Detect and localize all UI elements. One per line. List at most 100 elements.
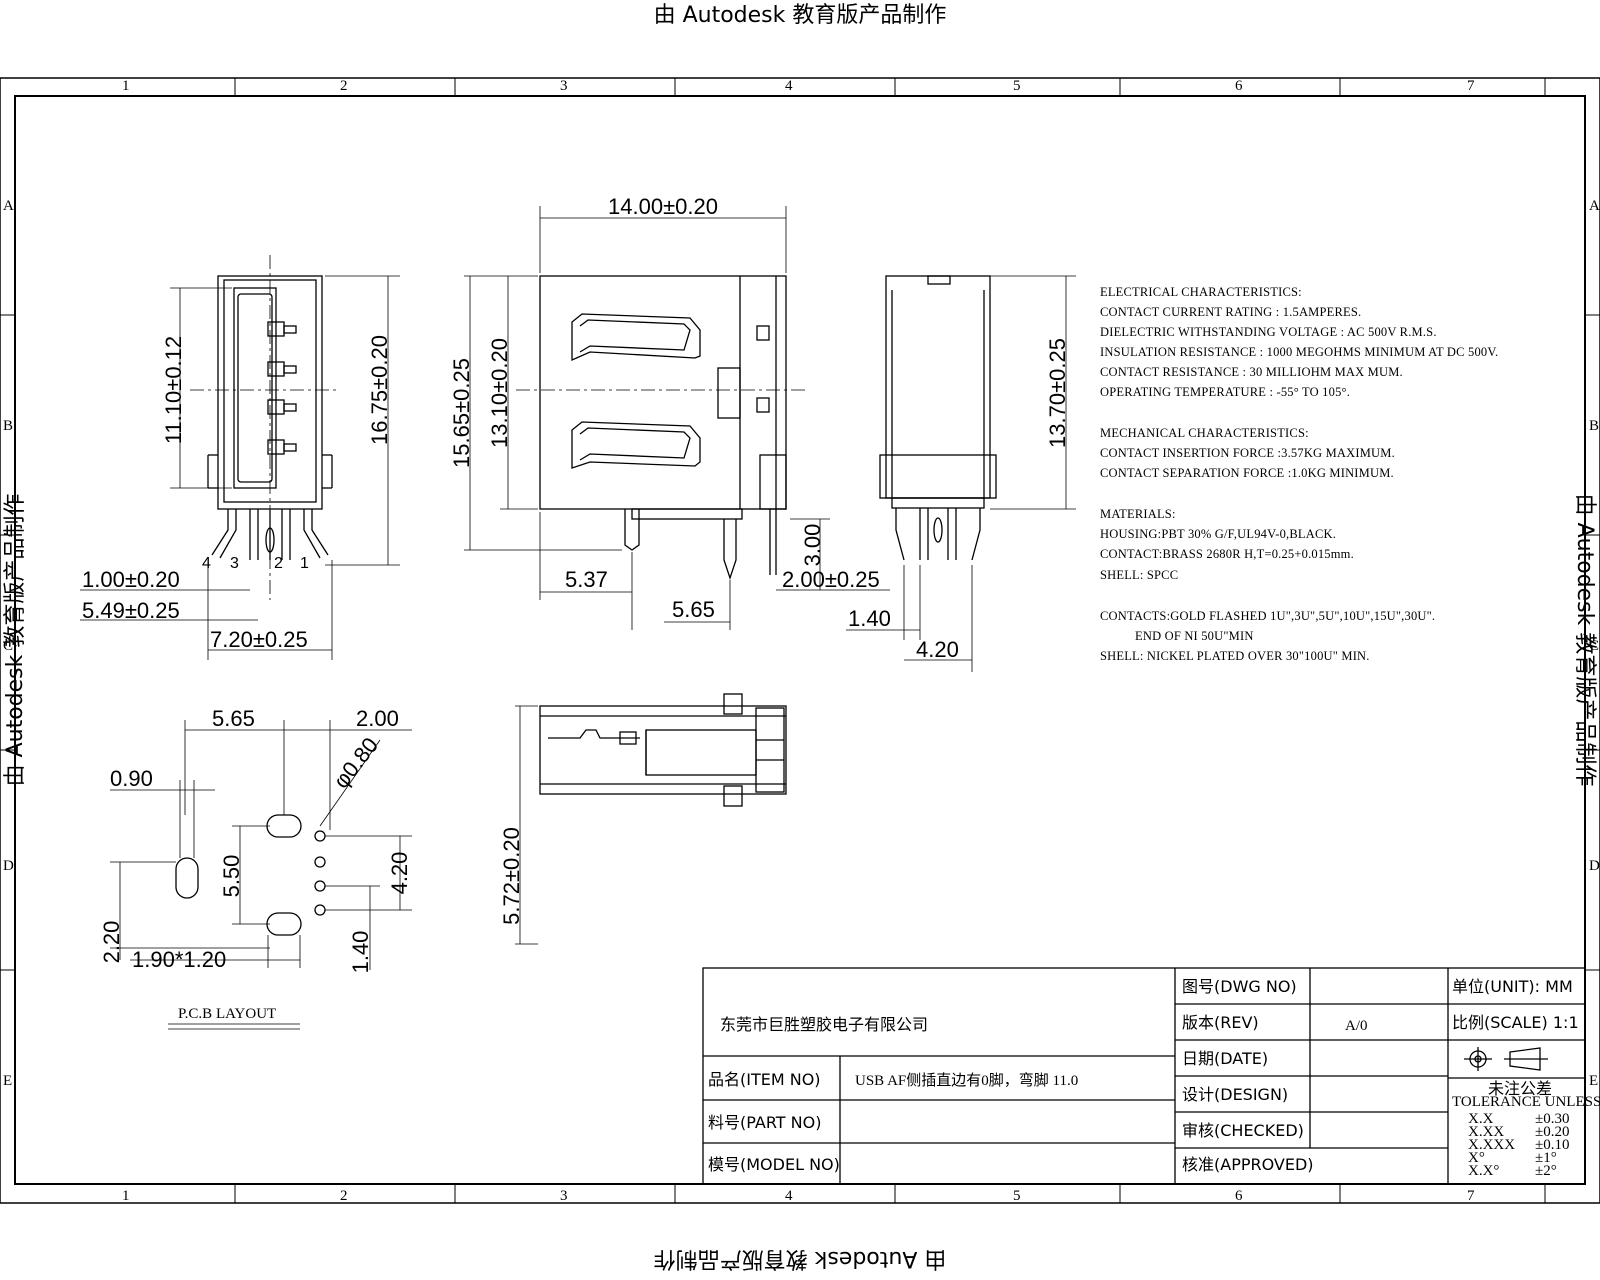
tolerance-title: 未注公差: [1488, 1079, 1552, 1098]
row-label: D: [1589, 858, 1600, 874]
tol-key: X.X°: [1468, 1163, 1499, 1179]
note-line: END OF NI 50U"MIN: [1135, 629, 1254, 643]
dim-15-65: 15.65±0.25: [449, 358, 474, 468]
company-name: 东莞市巨胜塑胶电子有限公司: [720, 1015, 928, 1034]
pcb-dim-4-20: 4.20: [387, 852, 412, 895]
row-label: A: [3, 198, 14, 214]
col-label: 3: [560, 78, 568, 94]
note-line: OPERATING TEMPERATURE : -55° TO 105°.: [1100, 385, 1350, 399]
dim-5-37: 5.37: [565, 567, 608, 592]
rev-label: 版本(REV): [1182, 1013, 1259, 1032]
dim-1-40: 1.40: [848, 606, 891, 631]
row-label: B: [1589, 418, 1599, 434]
pcb-dim-5-65: 5.65: [212, 706, 255, 731]
pcb-dim-slot: 1.90*1.20: [132, 947, 226, 972]
dim-2-00: 2.00±0.25: [782, 567, 880, 592]
dim-5-65: 5.65: [672, 597, 715, 622]
dim-5-72: 5.72±0.20: [499, 827, 524, 925]
dim-3-00: 3.00: [800, 524, 825, 567]
pin-label: 4: [202, 555, 211, 572]
dim-5-49: 5.49±0.25: [82, 598, 180, 623]
approved-label: 核准(APPROVED): [1182, 1155, 1314, 1174]
dwg-label: 图号(DWG NO): [1182, 977, 1297, 996]
col-label: 1: [122, 1188, 130, 1204]
row-label: E: [1589, 1073, 1598, 1089]
col-label: 4: [785, 1188, 793, 1204]
dim-13-10: 13.10±0.20: [487, 338, 512, 448]
note-line: CONTACT RESISTANCE : 30 MILLIOHM MAX MUM…: [1100, 365, 1403, 379]
design-label: 设计(DESIGN): [1182, 1085, 1288, 1104]
tol-value: ±0.20: [1535, 1124, 1569, 1140]
note-line: CONTACT CURRENT RATING : 1.5AMPERES.: [1100, 305, 1361, 319]
tol-key: X.XXX: [1468, 1137, 1515, 1153]
part-label: 料号(PART NO): [708, 1113, 821, 1132]
dim-14-00: 14.00±0.20: [608, 194, 718, 219]
note-line: DIELECTRIC WITHSTANDING VOLTAGE : AC 500…: [1100, 325, 1437, 339]
tol-value: ±2°: [1535, 1163, 1557, 1179]
top-view: [515, 693, 787, 945]
note-line: CONTACT:BRASS 2680R H,T=0.25+0.015mm.: [1100, 547, 1354, 561]
row-label: D: [3, 858, 14, 874]
col-label: 7: [1467, 1188, 1475, 1204]
tol-key: X.X: [1468, 1111, 1494, 1127]
col-label: 4: [785, 78, 793, 94]
col-label: 5: [1013, 78, 1021, 94]
tol-key: X°: [1468, 1150, 1485, 1166]
watermark-bottom: 由 Autodesk 教育版产品制作: [654, 1246, 947, 1271]
dim-1-00: 1.00±0.20: [82, 567, 180, 592]
row-label: C: [1589, 638, 1599, 654]
date-label: 日期(DATE): [1182, 1049, 1268, 1068]
pin-label: 3: [230, 555, 239, 572]
model-label: 模号(MODEL NO): [708, 1155, 840, 1174]
pcb-dim-2-00: 2.00: [356, 706, 399, 731]
electrical-title: ELECTRICAL CHARACTERISTICS:: [1100, 285, 1302, 299]
tol-value: ±1°: [1535, 1150, 1557, 1166]
pin-label: 1: [300, 555, 309, 572]
watermark-right: 由 Autodesk 教育版产品制作: [1572, 494, 1597, 787]
note-line: SHELL: SPCC: [1100, 568, 1178, 582]
dim-16-75: 16.75±0.20: [367, 335, 392, 445]
item-value: USB AF侧插直边有0脚，弯脚 11.0: [855, 1072, 1078, 1089]
rear-view: [846, 275, 1076, 672]
pcb-dim-0-90: 0.90: [110, 766, 153, 791]
pcb-layout: [110, 720, 412, 1030]
col-label: 6: [1235, 78, 1243, 94]
dim-4-20: 4.20: [916, 637, 959, 662]
pcb-dim-2-20: 2.20: [99, 921, 124, 964]
rev-value: A/0: [1345, 1018, 1368, 1034]
pcb-dim-1-40: 1.40: [348, 931, 373, 974]
col-label: 2: [340, 1188, 348, 1204]
row-label: C: [3, 638, 13, 654]
dim-13-70: 13.70±0.25: [1045, 338, 1070, 448]
unit-label: 单位(UNIT): MM: [1452, 977, 1573, 996]
col-label: 6: [1235, 1188, 1243, 1204]
materials-title: MATERIALS:: [1100, 507, 1176, 521]
row-label: E: [3, 1073, 12, 1089]
tol-value: ±0.10: [1535, 1137, 1569, 1153]
pcb-dim-diameter: φ0.80: [328, 733, 383, 793]
tol-value: ±0.30: [1535, 1111, 1569, 1127]
checked-label: 审核(CHECKED): [1182, 1121, 1304, 1140]
col-label: 7: [1467, 78, 1475, 94]
side-view: [464, 206, 890, 630]
tol-key: X.XX: [1468, 1124, 1504, 1140]
note-line: INSULATION RESISTANCE : 1000 MEGOHMS MIN…: [1100, 345, 1498, 359]
note-line: CONTACT SEPARATION FORCE :1.0KG MINIMUM.: [1100, 466, 1394, 480]
pcb-dim-5-50: 5.50: [219, 855, 244, 898]
notes: ELECTRICAL CHARACTERISTICS: CONTACT CURR…: [1100, 285, 1498, 663]
row-label: A: [1589, 198, 1600, 214]
note-line: CONTACTS:GOLD FLASHED 1U",3U",5U",10U",1…: [1100, 609, 1435, 623]
watermark-left: 由 Autodesk 教育版产品制作: [3, 494, 28, 787]
front-view: [80, 255, 400, 660]
title-block: [702, 967, 1586, 1185]
dim-11-10: 11.10±0.12: [161, 336, 186, 444]
note-line: SHELL: NICKEL PLATED OVER 30"100U" MIN.: [1100, 649, 1370, 663]
pin-label: 2: [274, 555, 283, 572]
scale-label: 比例(SCALE) 1:1: [1452, 1013, 1579, 1032]
col-label: 5: [1013, 1188, 1021, 1204]
zone-labels: 1 2 3 4 5 6 7 1 2 3 4 5 6 7 A B C D E A …: [3, 78, 1600, 1204]
col-label: 2: [340, 78, 348, 94]
note-line: HOUSING:PBT 30% G/F,UL94V-0,BLACK.: [1100, 527, 1336, 541]
col-label: 1: [122, 78, 130, 94]
